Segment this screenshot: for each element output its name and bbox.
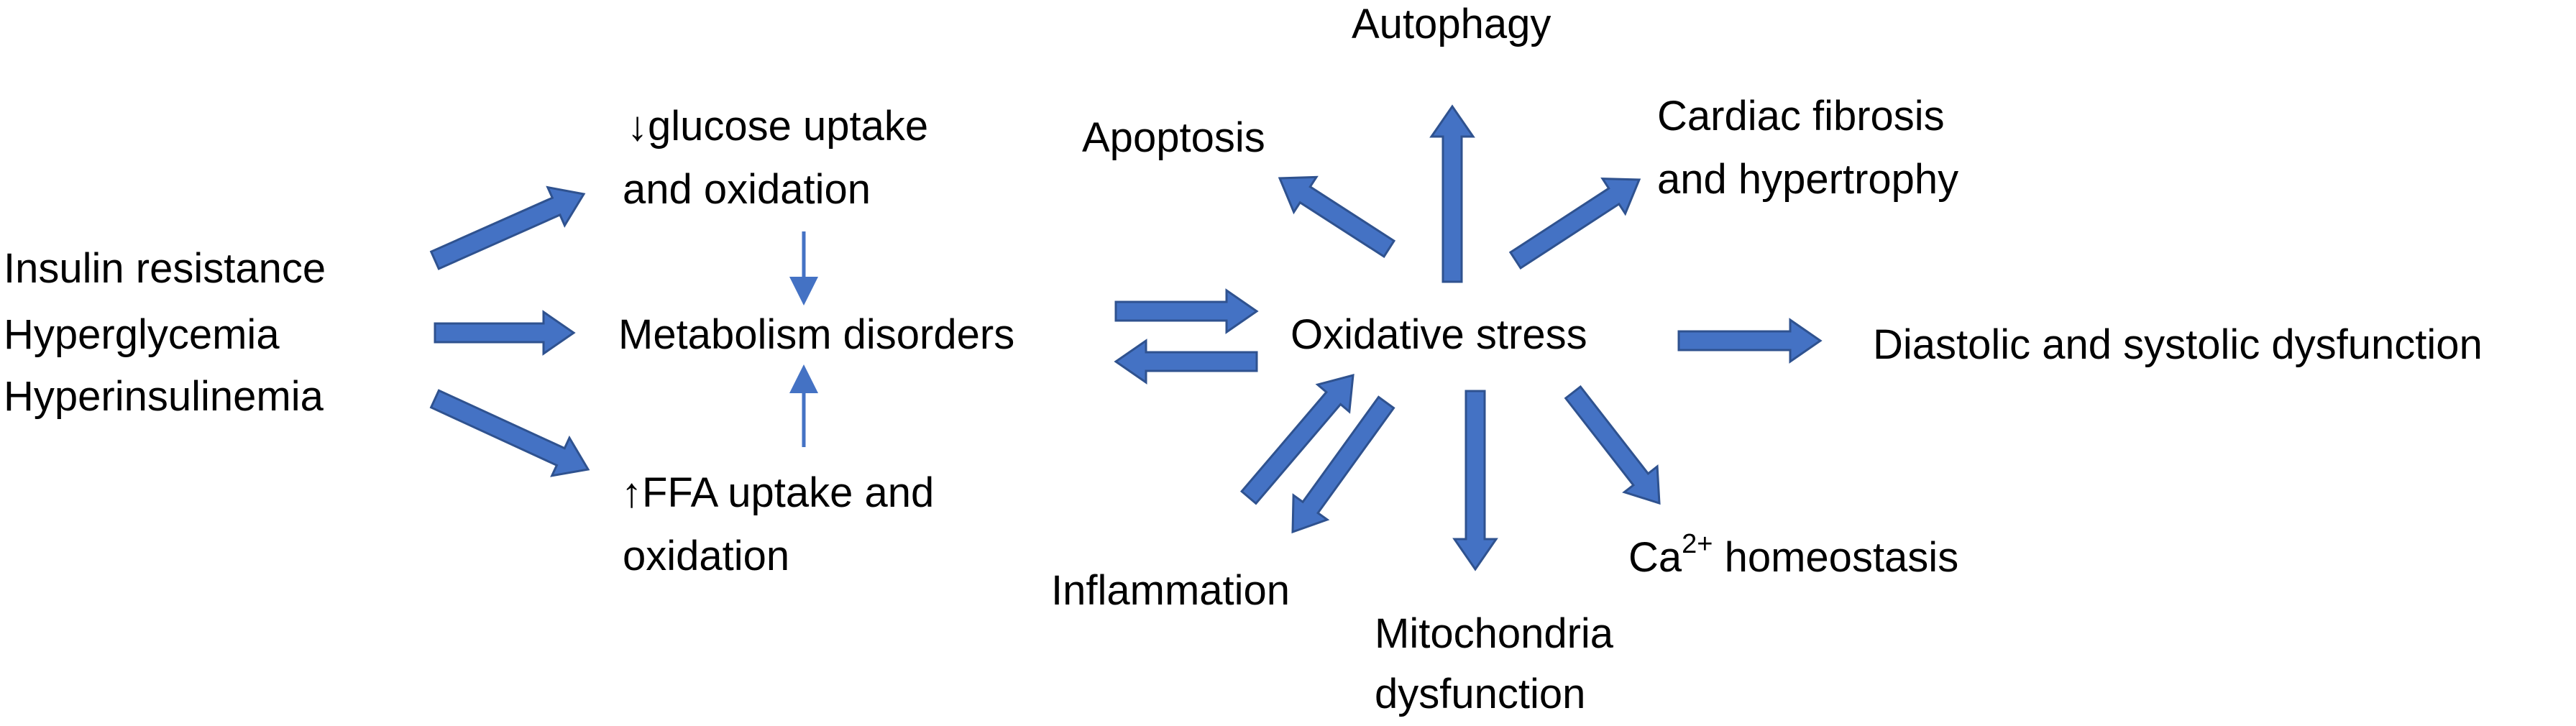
- label-ffa-oxidation: oxidation: [623, 533, 790, 579]
- arrow-left-to-ffa: [429, 389, 590, 477]
- label-mitochondria: Mitochondria: [1375, 610, 1614, 657]
- arrow-metabolism-to-oxidative: [1114, 288, 1259, 334]
- label-metabolism-disorders: Metabolism disorders: [618, 311, 1015, 358]
- label-diastolic-systolic: Diastolic and systolic dysfunction: [1873, 321, 2483, 368]
- arrow-oxidative-to-inflammation: [1291, 395, 1395, 534]
- label-glucose-oxidation: and oxidation: [623, 166, 871, 213]
- arrow-oxidative-to-calcium: [1564, 385, 1661, 505]
- label-apoptosis: Apoptosis: [1082, 114, 1265, 161]
- calcium-superscript: 2+: [1682, 529, 1713, 559]
- arrow-oxidative-to-apoptosis: [1278, 175, 1396, 258]
- label-hypertrophy: and hypertrophy: [1657, 156, 1959, 203]
- arrow-oxidative-to-metabolism: [1114, 339, 1258, 385]
- label-ffa-uptake: ↑FFA uptake and: [621, 469, 935, 516]
- label-glucose-uptake: ↓glucose uptake: [627, 103, 929, 150]
- label-insulin-resistance: Insulin resistance: [4, 245, 326, 292]
- label-hyperinsulinemia: Hyperinsulinemia: [4, 373, 324, 420]
- calcium-suffix: homeostasis: [1713, 534, 1959, 581]
- arrow-left-to-glucose: [429, 185, 586, 270]
- label-cardiac-fibrosis: Cardiac fibrosis: [1657, 93, 1945, 139]
- label-mitochondria-dysfunction: dysfunction: [1375, 671, 1586, 717]
- label-calcium-homeostasis: Ca2+ homeostasis: [1628, 526, 1958, 589]
- arrow-left-to-metabolism: [434, 310, 576, 356]
- arrow-inflammation-to-oxidative: [1239, 373, 1355, 505]
- label-hyperglycemia: Hyperglycemia: [4, 311, 280, 358]
- label-autophagy: Autophagy: [1352, 1, 1551, 47]
- label-inflammation: Inflammation: [1051, 567, 1291, 614]
- arrow-oxidative-to-fibrosis: [1508, 178, 1641, 270]
- calcium-prefix: Ca: [1628, 534, 1682, 581]
- arrow-oxidative-to-mitochondria: [1452, 390, 1498, 571]
- label-oxidative-stress: Oxidative stress: [1291, 311, 1587, 358]
- arrow-oxidative-to-diastolic: [1677, 318, 1823, 364]
- arrow-oxidative-to-autophagy: [1429, 104, 1475, 283]
